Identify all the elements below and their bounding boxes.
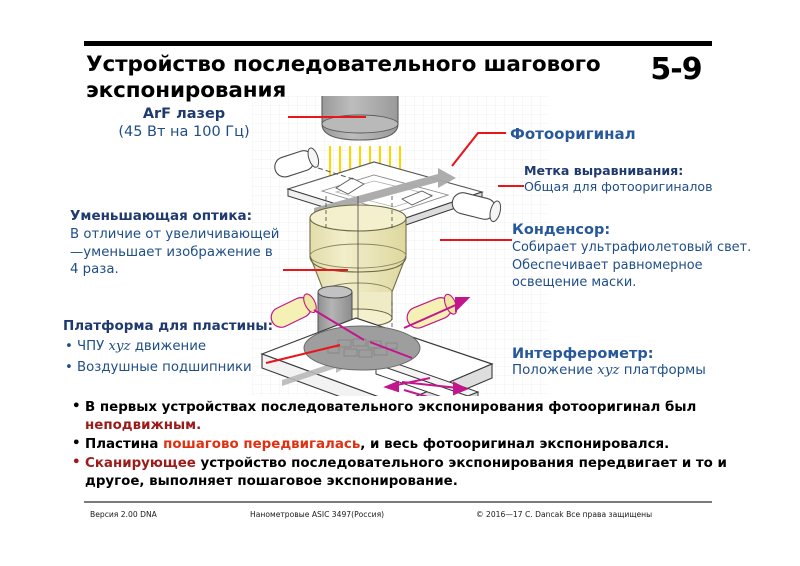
bullet-segment-highlight: пошагово передвигалась [163, 436, 361, 452]
page-number: 5-9 [650, 52, 702, 87]
callout-wafer-stage-heading: Платформа для пластины: [63, 318, 274, 334]
callout-condenser-body: Собирает ультрафиолетовый свет. Обеспечи… [512, 240, 752, 291]
alignment-mark-sensor [274, 147, 502, 223]
footer-copyright: © 2016—17 C. Dancak Все права защищены [476, 510, 653, 519]
list-item-text: ЧПУ [77, 339, 109, 354]
bullet-item: Сканирующее устройство последовательного… [72, 454, 744, 491]
callout-arf-laser-body: (45 Вт на 100 Гц) [118, 124, 250, 140]
list-item-text-post: движение [130, 339, 207, 354]
bullet-segment: устройство последовательного экспонирова… [85, 455, 727, 489]
callout-reticle: Фотооригинал [510, 125, 750, 143]
list-item-text: Воздушные подшипники [77, 359, 252, 375]
callout-reduction-optics-heading: Уменьшающая оптика: [70, 208, 252, 224]
summary-bullets: В первых устройствах последовательного э… [72, 398, 744, 492]
bullet-item: Пластина пошагово передвигалась, и весь … [72, 435, 744, 454]
callout-condenser: Конденсор: Собирает ультрафиолетовый све… [512, 222, 762, 292]
callout-interferometer-body-italic: xyz [597, 363, 620, 378]
leader-reticle [451, 131, 506, 167]
list-item-italic: xyz [108, 339, 131, 354]
callout-reduction-optics: Уменьшающая оптика: В отличие от увеличи… [70, 208, 285, 279]
callout-arf-laser-heading: ArF лазер [142, 106, 226, 122]
interferometer-beams [313, 297, 471, 396]
callout-alignment-mark-heading: Метка выравнивания: [524, 163, 684, 178]
bullet-segment: В первых устройствах последовательного э… [85, 400, 697, 415]
callout-interferometer-body-pre: Положение [512, 363, 598, 378]
wafer-disc [303, 325, 421, 371]
callout-condenser-heading: Конденсор: [512, 222, 611, 238]
footer-rule [84, 501, 712, 503]
callout-alignment-mark: Метка выравнивания: Общая для фотооригин… [524, 163, 774, 194]
callout-reticle-heading: Фотооригинал [510, 125, 636, 143]
footer-version: Версия 2.00 DNA [90, 510, 157, 519]
bullet-segment: , и весь фотооригинал экспонировался. [360, 436, 670, 452]
callout-interferometer-body: Положение xyz платформы [512, 363, 767, 378]
callout-wafer-stage-list: ЧПУ xyz движение Воздушные подшипники [63, 337, 293, 378]
bullet-segment: Пластина [85, 436, 164, 452]
footer: Версия 2.00 DNA Нанометровые ASIC 3497(Р… [84, 510, 712, 524]
bullet-segment-highlight: Сканирующее [85, 455, 196, 471]
callout-reduction-optics-body: В отличие от увеличивающей —уменьшает из… [70, 227, 280, 278]
callout-arf-laser: ArF лазер (45 Вт на 100 Гц) [84, 106, 284, 140]
bullet-item: В первых устройствах последовательного э… [72, 398, 744, 435]
callout-interferometer-body-post: платформы [619, 363, 706, 378]
list-item: Воздушные подшипники [65, 358, 293, 379]
footer-center: Нанометровые ASIC 3497(Россия) [250, 510, 385, 519]
callout-interferometer-heading: Интерферометр: [512, 346, 654, 362]
callout-interferometer: Интерферометр: Положение xyz платформы [512, 346, 767, 378]
callout-wafer-stage: Платформа для пластины: ЧПУ xyz движение… [63, 318, 293, 378]
header-rule [84, 41, 712, 46]
bullet-segment-highlight: неподвижным. [85, 417, 202, 433]
callout-alignment-mark-body: Общая для фотооригиналов [524, 179, 713, 194]
list-item: ЧПУ xyz движение [65, 337, 293, 358]
